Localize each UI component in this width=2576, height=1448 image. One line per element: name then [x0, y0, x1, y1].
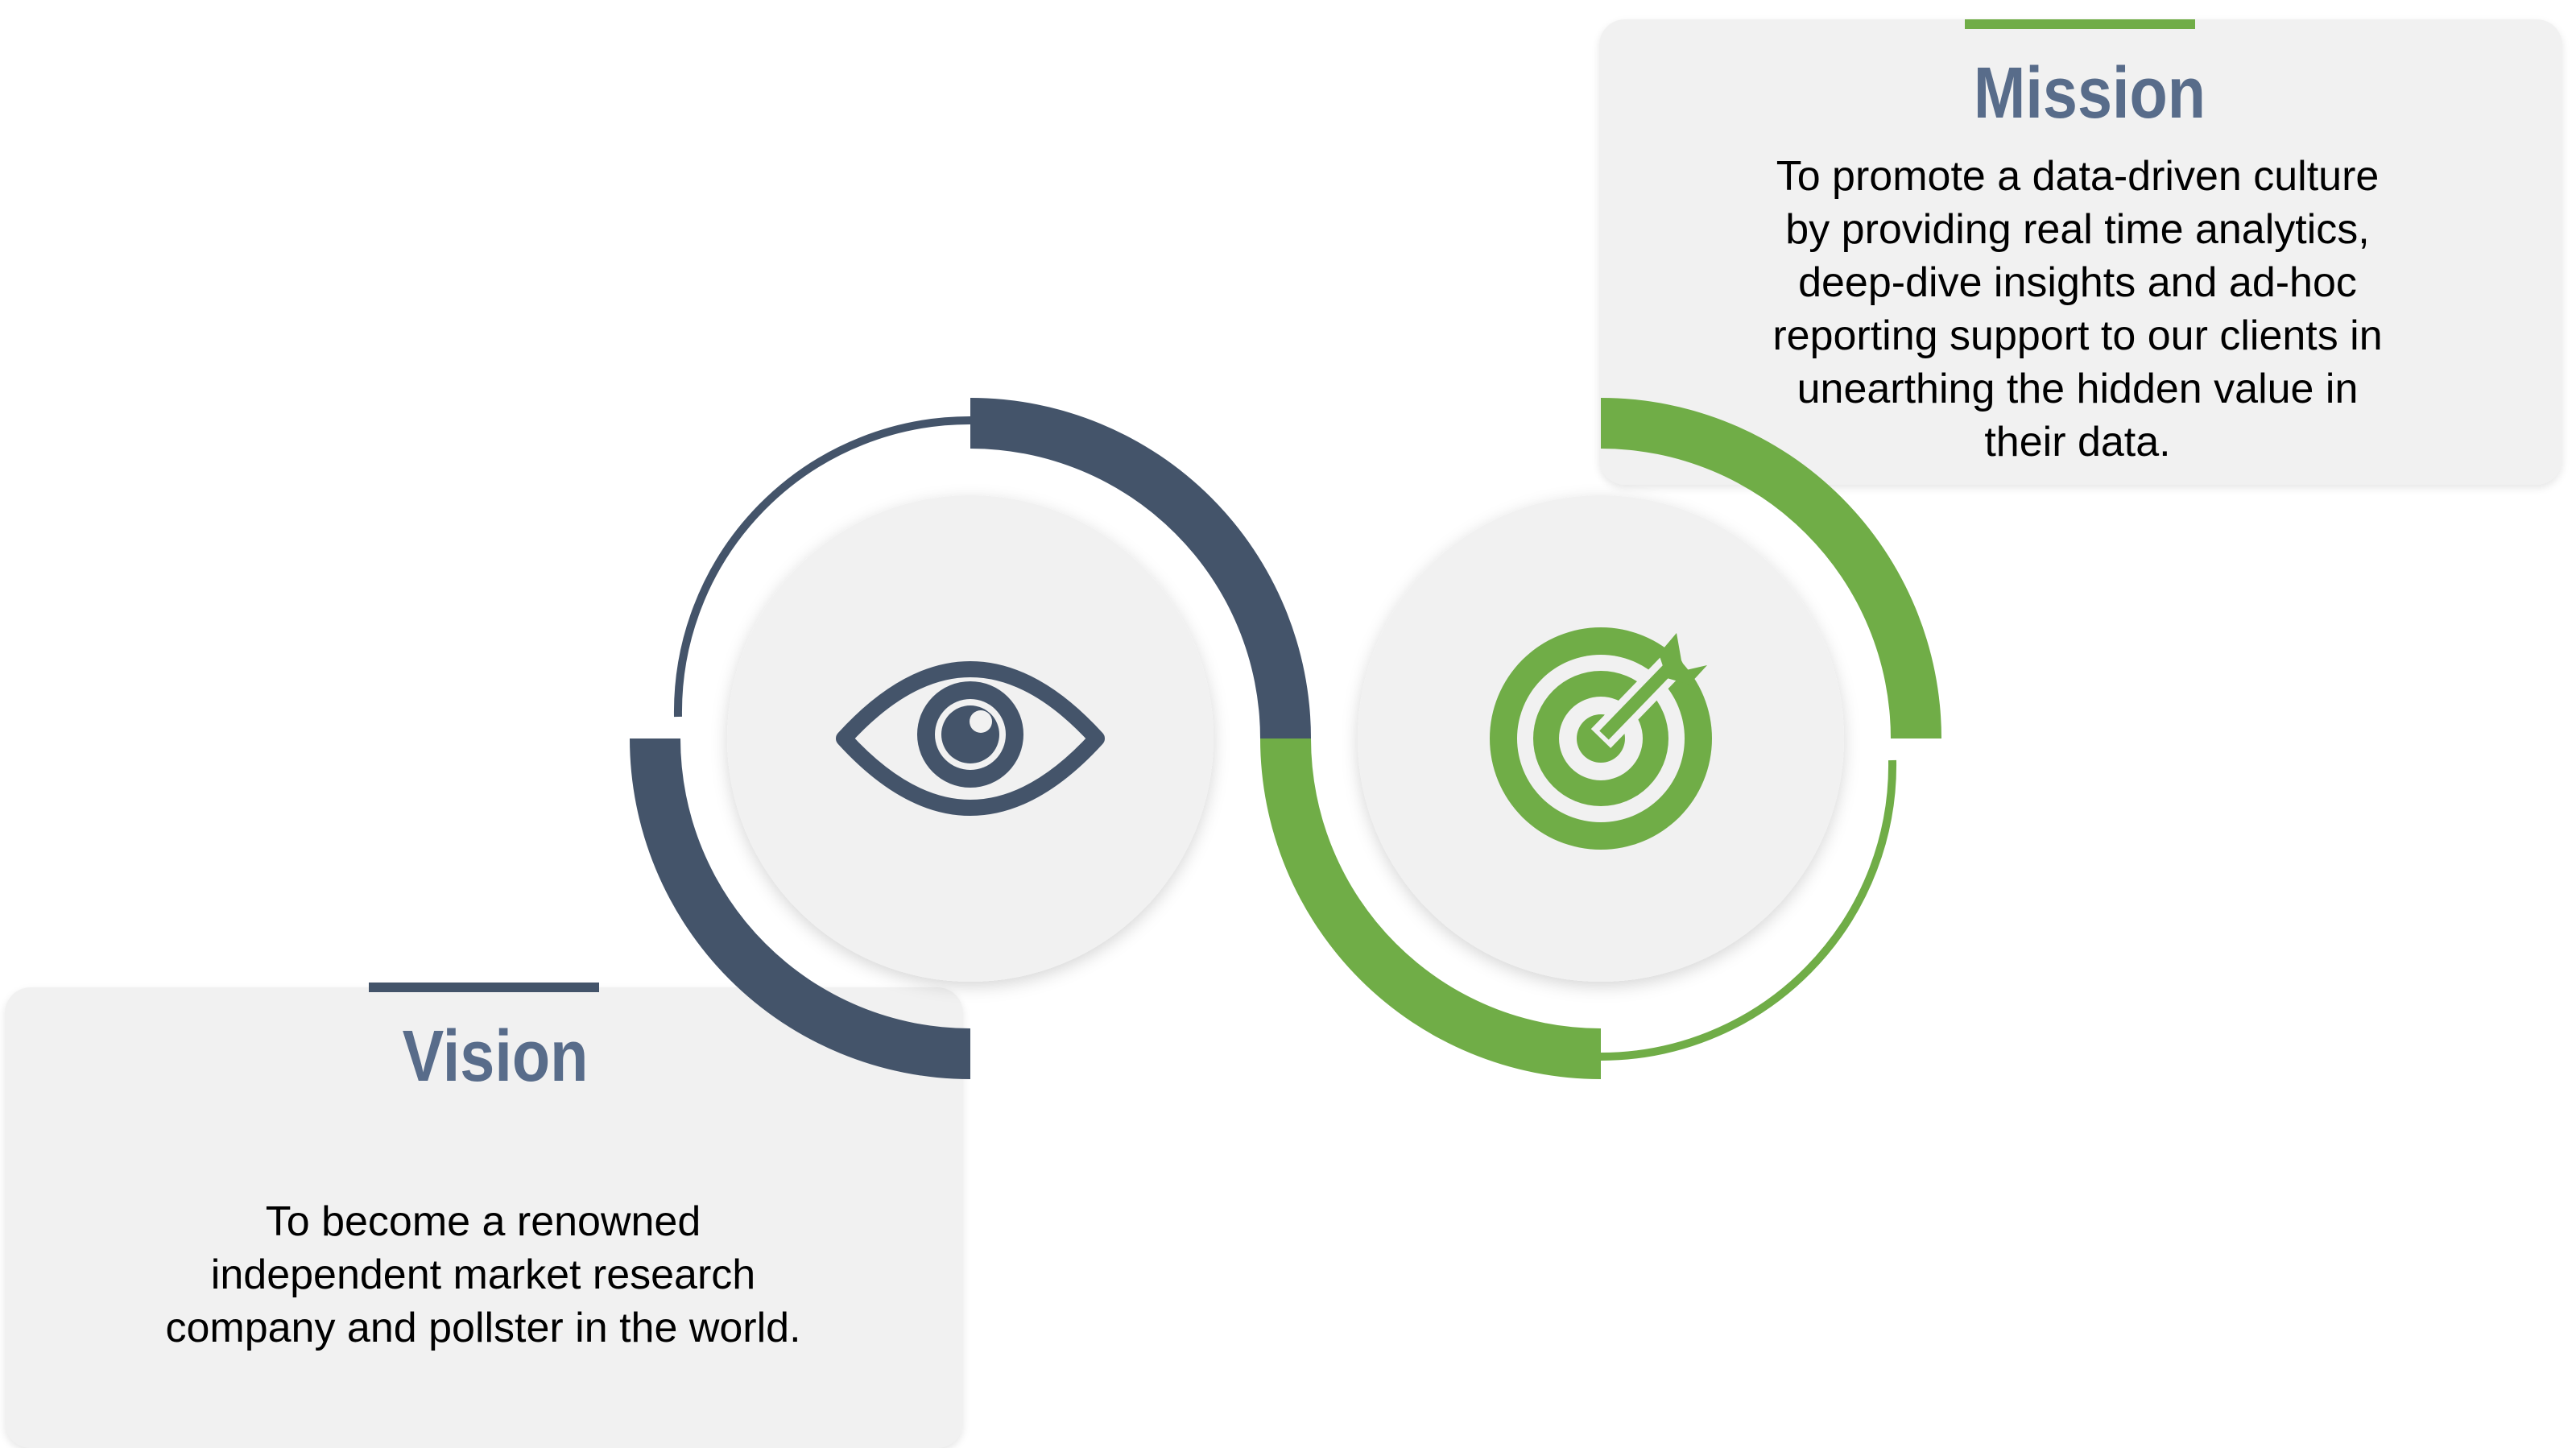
vision-arc-thin: [673, 416, 971, 718]
vision-title-bar: [369, 983, 599, 992]
eye-icon: [836, 661, 1105, 816]
mission-title: Mission: [1973, 53, 2206, 134]
mission-arc-thin: [1600, 759, 1897, 1061]
mission-title-bar: [1965, 19, 2195, 29]
mission-card: [1599, 19, 2562, 485]
vision-arc-thick-lower: [630, 738, 970, 1079]
mission-statement: To promote a data-driven culture by prov…: [1772, 153, 2383, 465]
vision-arc-thick-upper: [970, 398, 1311, 738]
vision-title: Vision: [402, 1016, 589, 1097]
vision-card: [5, 987, 963, 1448]
target-icon: [1490, 627, 1712, 850]
vision-statement: To become a renowned independent market …: [165, 1198, 801, 1351]
mission-arc-thick-lower: [1260, 738, 1601, 1079]
mission-arc-thick-upper: [1601, 398, 1941, 738]
